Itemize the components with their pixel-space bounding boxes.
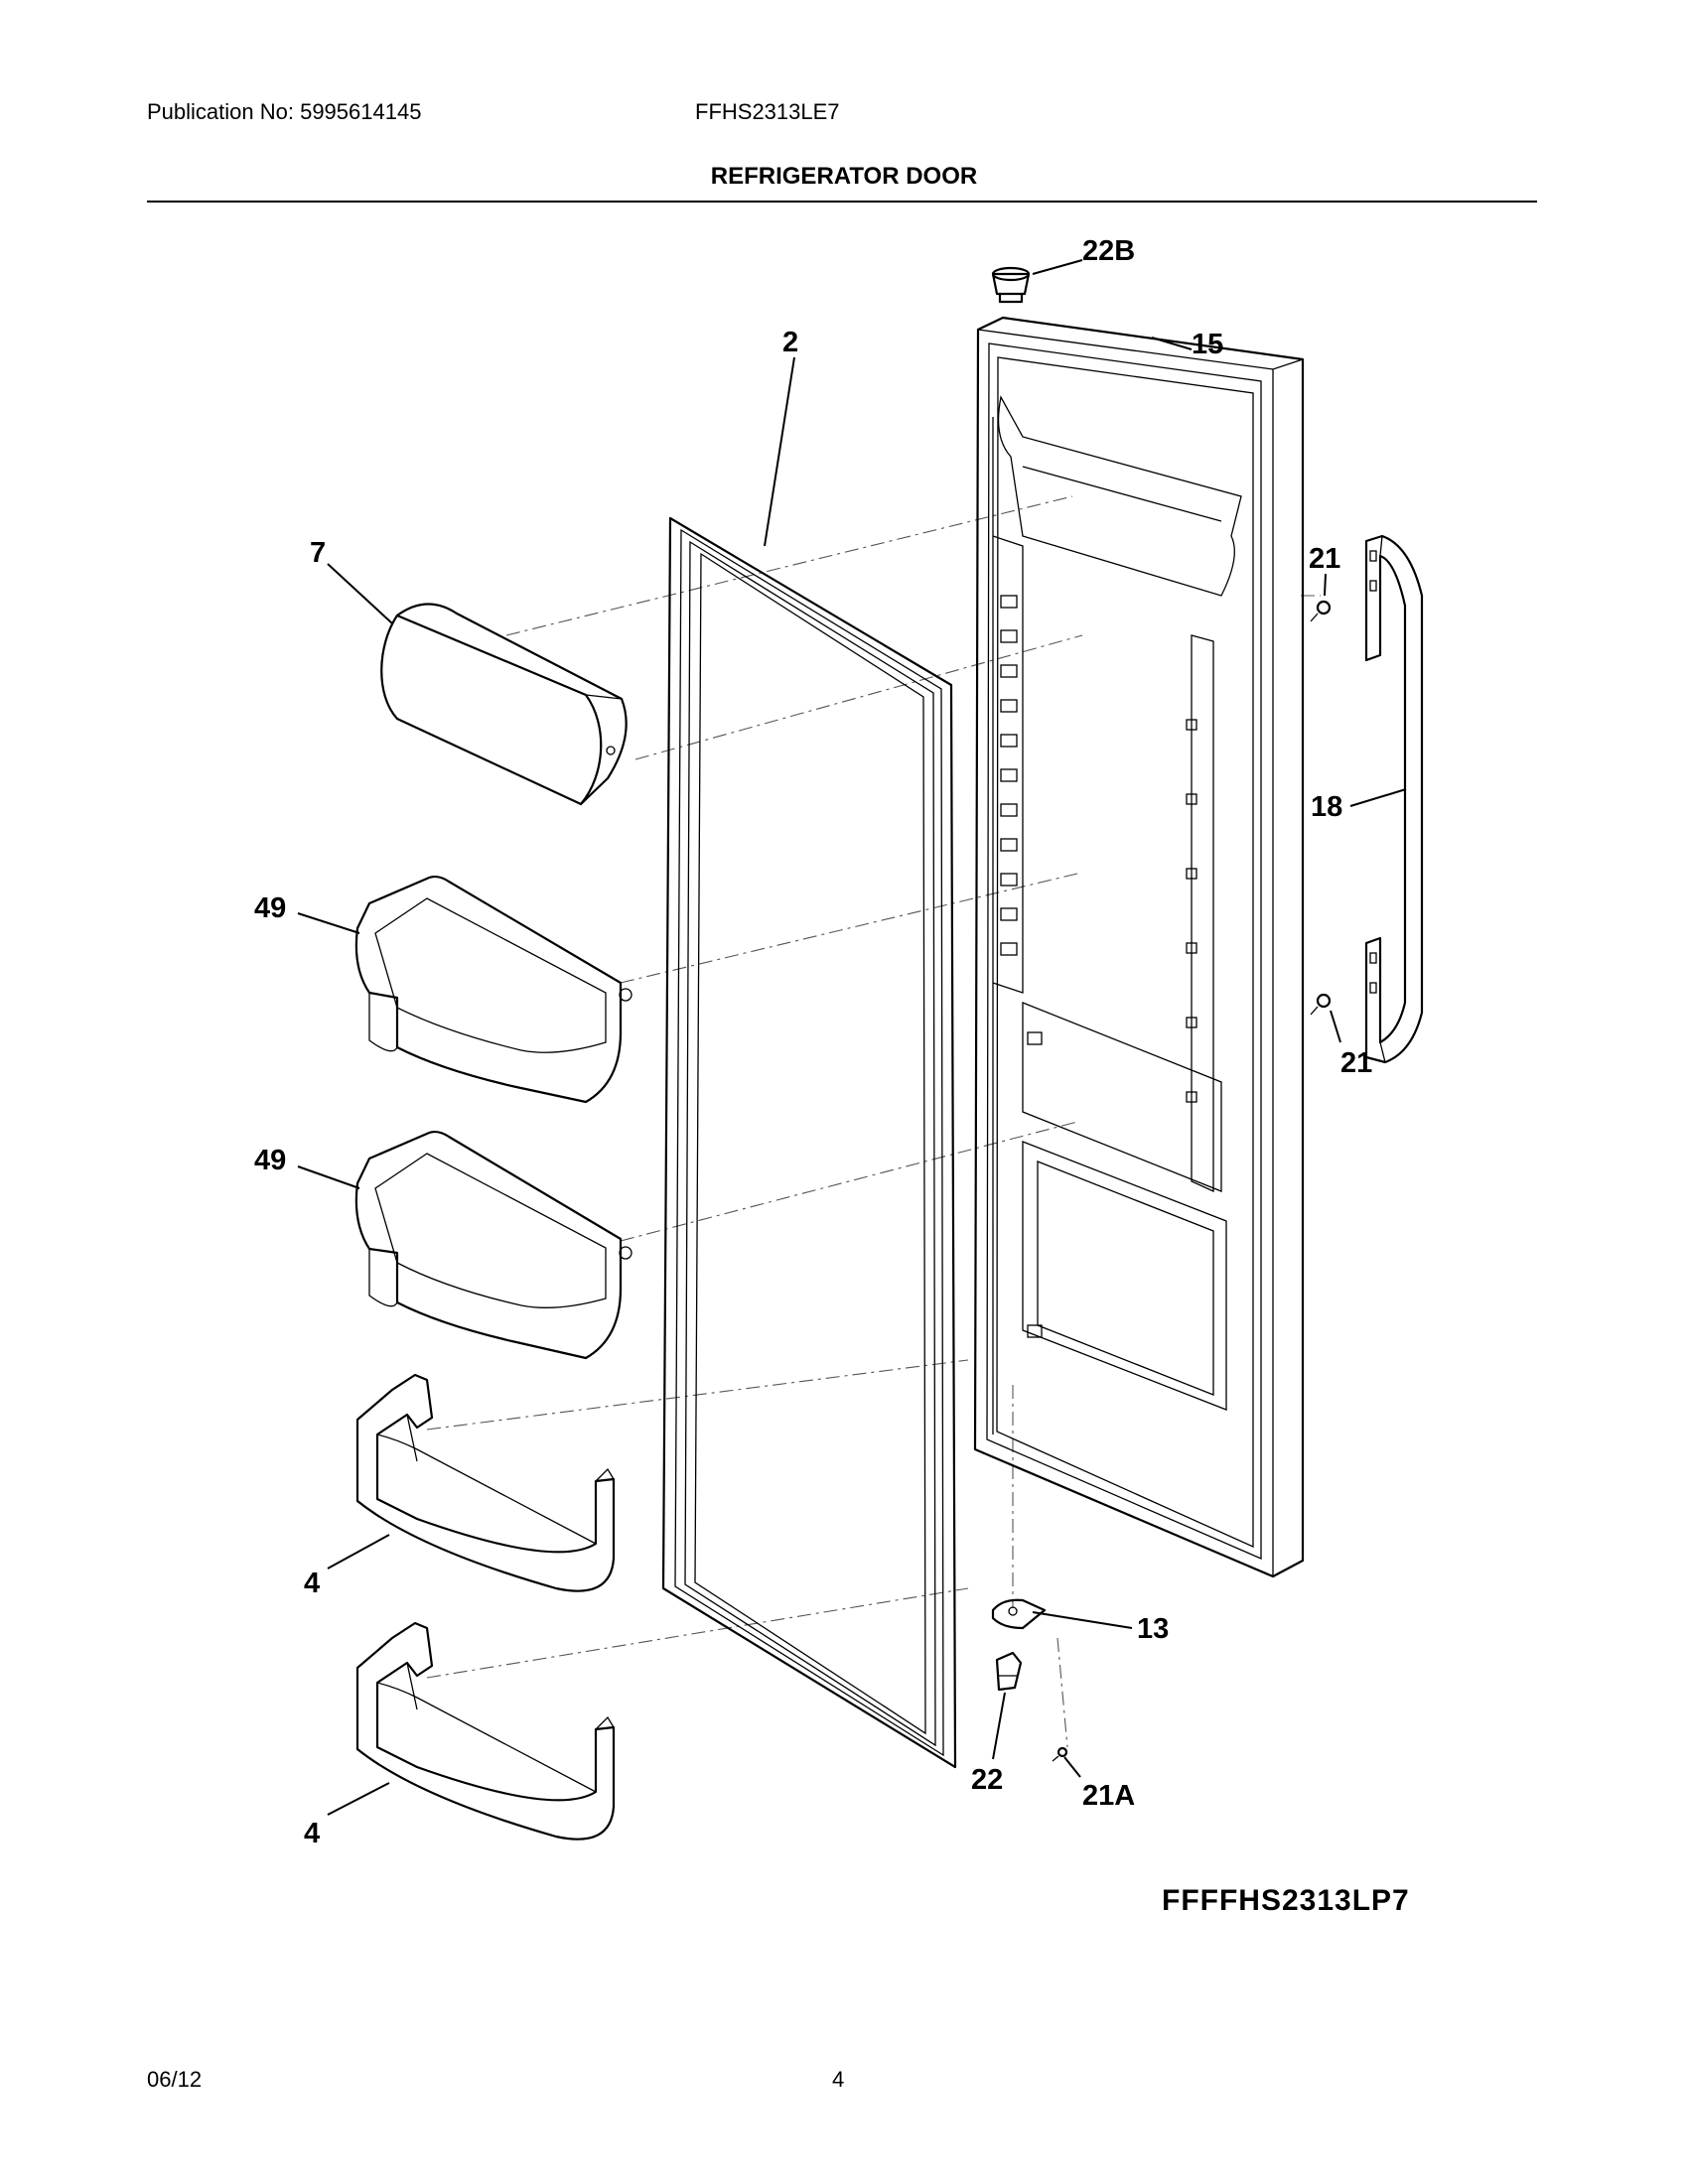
liner-shelf-tabs [1000,595,1197,1338]
page-number: 4 [832,2067,845,2092]
part-21a-screw [1052,1746,1068,1762]
callout-labels: 22B 15 2 7 21 18 49 21 49 4 13 22 21A 4 [254,235,1372,1849]
page-title: REFRIGERATOR DOOR [710,163,978,190]
part-49-door-bin-lower [354,1130,633,1360]
callout-2: 2 [782,327,798,358]
model-number: FFHS2313LE7 [695,99,840,124]
callout-13: 13 [1137,1613,1169,1645]
part-13-bottom-hinge [991,1598,1047,1630]
callout-49-bottom: 49 [254,1145,286,1176]
callout-4-bottom: 4 [304,1818,320,1849]
part-7-dairy-bin [380,603,628,806]
part-22b-hinge-bushing [991,266,1031,304]
part-22-bottom-bushing [995,1651,1023,1692]
callout-49-top: 49 [254,892,286,924]
publication-number: Publication No: 5995614145 [147,99,422,124]
header-divider [147,201,1537,203]
part-21-screws [1310,600,1332,1016]
callout-21a: 21A [1082,1780,1135,1812]
footer-date: 06/12 [147,2067,203,2092]
part-2-door-gasket [661,516,957,1769]
callout-21-bottom: 21 [1340,1047,1372,1079]
figure-code: FFFFHS2313LP7 [1162,1884,1410,1917]
part-18-door-handle [1364,534,1424,1064]
callout-21-top: 21 [1309,543,1340,575]
part-4-shelf-bin-lower [355,1621,616,1841]
callout-22b: 22B [1082,235,1135,267]
part-49-door-bin-upper [354,875,633,1104]
part-4-shelf-bin-upper [355,1373,616,1592]
callout-leaders [297,259,1407,1816]
callout-7: 7 [310,537,326,569]
callout-22: 22 [971,1764,1003,1796]
callout-15: 15 [1192,329,1223,360]
part-15-door-liner [973,316,1305,1578]
callout-4-top: 4 [304,1568,320,1599]
callout-18: 18 [1311,791,1342,823]
